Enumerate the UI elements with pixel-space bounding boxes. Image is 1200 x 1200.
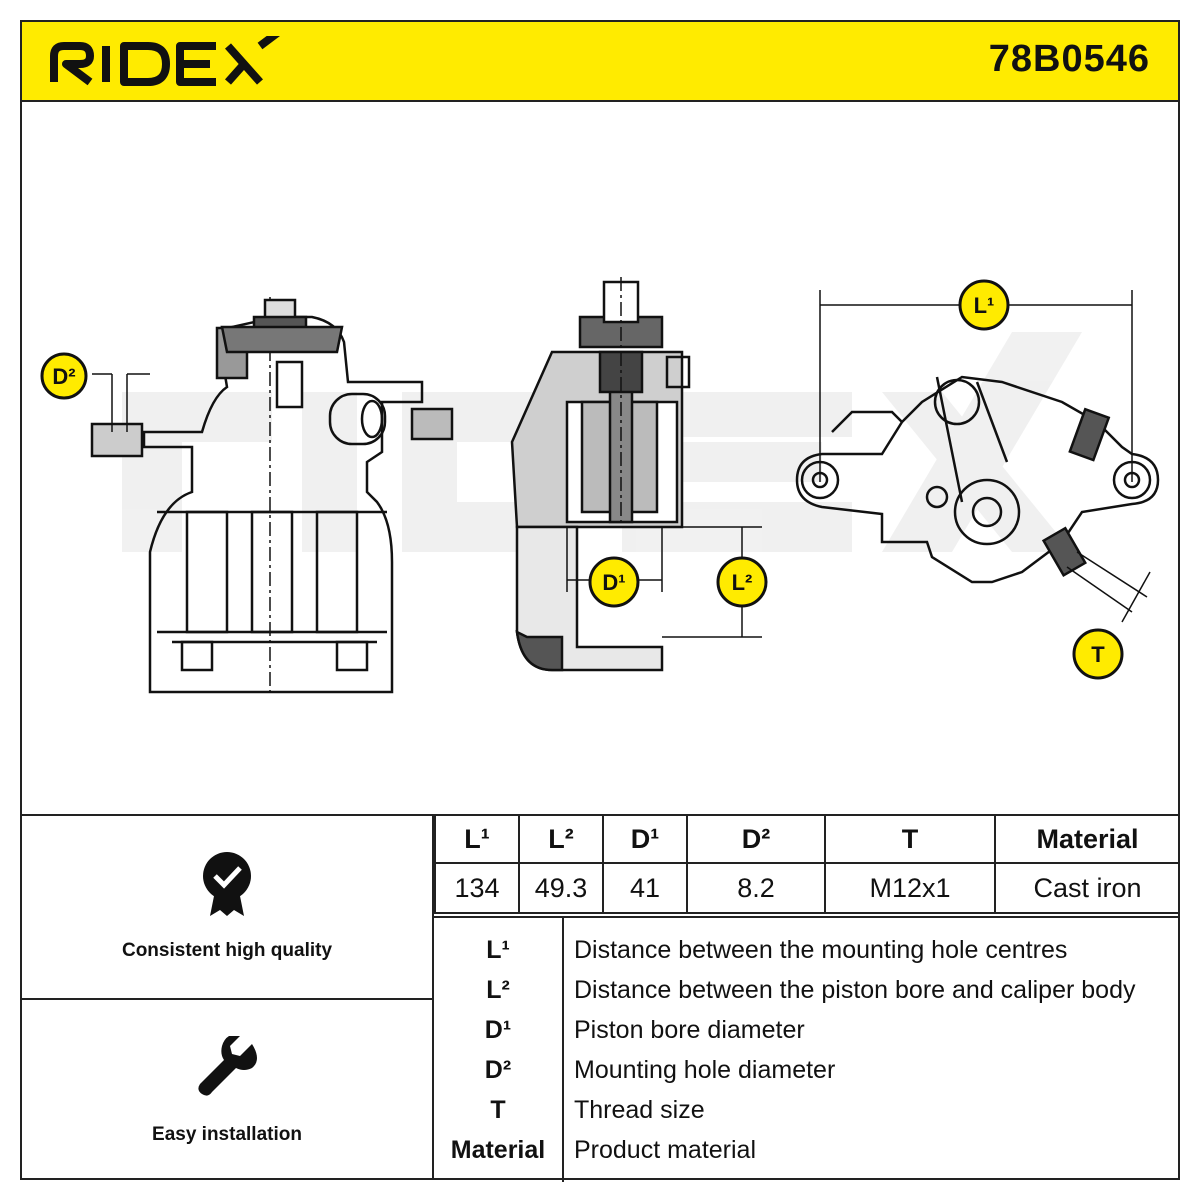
spec-header-l1: L¹	[434, 816, 520, 864]
legend-table: L¹ Distance between the mounting hole ce…	[434, 916, 1178, 1182]
legend-key: D¹	[484, 1016, 512, 1044]
legend-row: D¹ Piston bore diameter	[434, 1010, 1178, 1050]
spec-value-l1: 134	[434, 862, 520, 914]
callout-t: T	[1072, 628, 1124, 680]
spec-value-row: 134 49.3 41 8.2 M12x1 Cast iron	[434, 862, 1179, 914]
spec-header-l2: L²	[518, 816, 604, 864]
legend-desc: Piston bore diameter	[574, 1016, 805, 1044]
spec-value-t: M12x1	[824, 862, 996, 914]
legend-desc: Distance between the mounting hole centr…	[574, 936, 1068, 964]
product-sheet: 78B0546	[20, 18, 1180, 1182]
spec-header-d1: D¹	[602, 816, 688, 864]
legend-key: L²	[486, 976, 510, 1004]
quality-badge-icon	[203, 852, 251, 916]
caliper-section-view	[510, 277, 762, 672]
ridex-logo	[48, 18, 298, 91]
spec-header-material: Material	[994, 816, 1179, 864]
feature-quality: Consistent high quality	[22, 816, 432, 1000]
legend-row: D² Mounting hole diameter	[434, 1050, 1178, 1090]
spec-header-row: L¹ L² D¹ D² T Material	[434, 816, 1179, 864]
legend-row: Material Product material	[434, 1130, 1178, 1170]
spec-value-material: Cast iron	[994, 862, 1179, 914]
caliper-rear-view	[795, 290, 1160, 623]
legend-divider	[562, 918, 564, 1182]
legend-row: T Thread size	[434, 1090, 1178, 1130]
spec-value-l2: 49.3	[518, 862, 604, 914]
callout-l2-label: L²	[732, 570, 753, 595]
caliper-front-view	[90, 297, 454, 694]
feature-quality-label: Consistent high quality	[121, 940, 333, 961]
header-bar: 78B0546	[22, 18, 1178, 102]
feature-installation-label: Easy installation	[152, 1124, 302, 1145]
legend-desc: Distance between the piston bore and cal…	[574, 976, 1136, 1004]
callout-t-label: T	[1091, 642, 1105, 667]
callout-l1-label: L¹	[974, 293, 995, 318]
legend-row: L² Distance between the piston bore and …	[434, 970, 1178, 1010]
legend-key: L¹	[486, 936, 510, 964]
callout-d2: D²	[40, 352, 88, 400]
part-number: 78B0546	[988, 38, 1150, 80]
legend-desc: Thread size	[574, 1096, 705, 1124]
callout-d1-label: D¹	[602, 570, 625, 595]
spec-header-t: T	[824, 816, 996, 864]
spec-value-d2: 8.2	[686, 862, 826, 914]
legend-desc: Product material	[574, 1136, 757, 1164]
callout-d1: D¹	[588, 556, 640, 608]
legend-key: Material	[450, 1136, 546, 1164]
legend-desc: Mounting hole diameter	[574, 1056, 836, 1084]
info-table: Consistent high quality Easy installatio…	[22, 814, 1179, 1182]
legend-row: L¹ Distance between the mounting hole ce…	[434, 930, 1178, 970]
wrench-icon	[198, 1036, 257, 1096]
technical-drawing: D² L¹ D¹ L² T	[22, 102, 1178, 814]
legend-key: D²	[484, 1056, 512, 1084]
features-panel: Consistent high quality Easy installatio…	[22, 816, 434, 1180]
feature-installation: Easy installation	[22, 1000, 432, 1180]
callout-l2: L²	[716, 556, 768, 608]
callout-l1: L¹	[958, 279, 1010, 331]
callout-d2-label: D²	[52, 364, 75, 389]
spec-header-d2: D²	[686, 816, 826, 864]
legend-key: T	[490, 1096, 506, 1124]
spec-table: L¹ L² D¹ D² T Material 134 49.3 41 8.2 M…	[434, 816, 1179, 916]
spec-value-d1: 41	[602, 862, 688, 914]
